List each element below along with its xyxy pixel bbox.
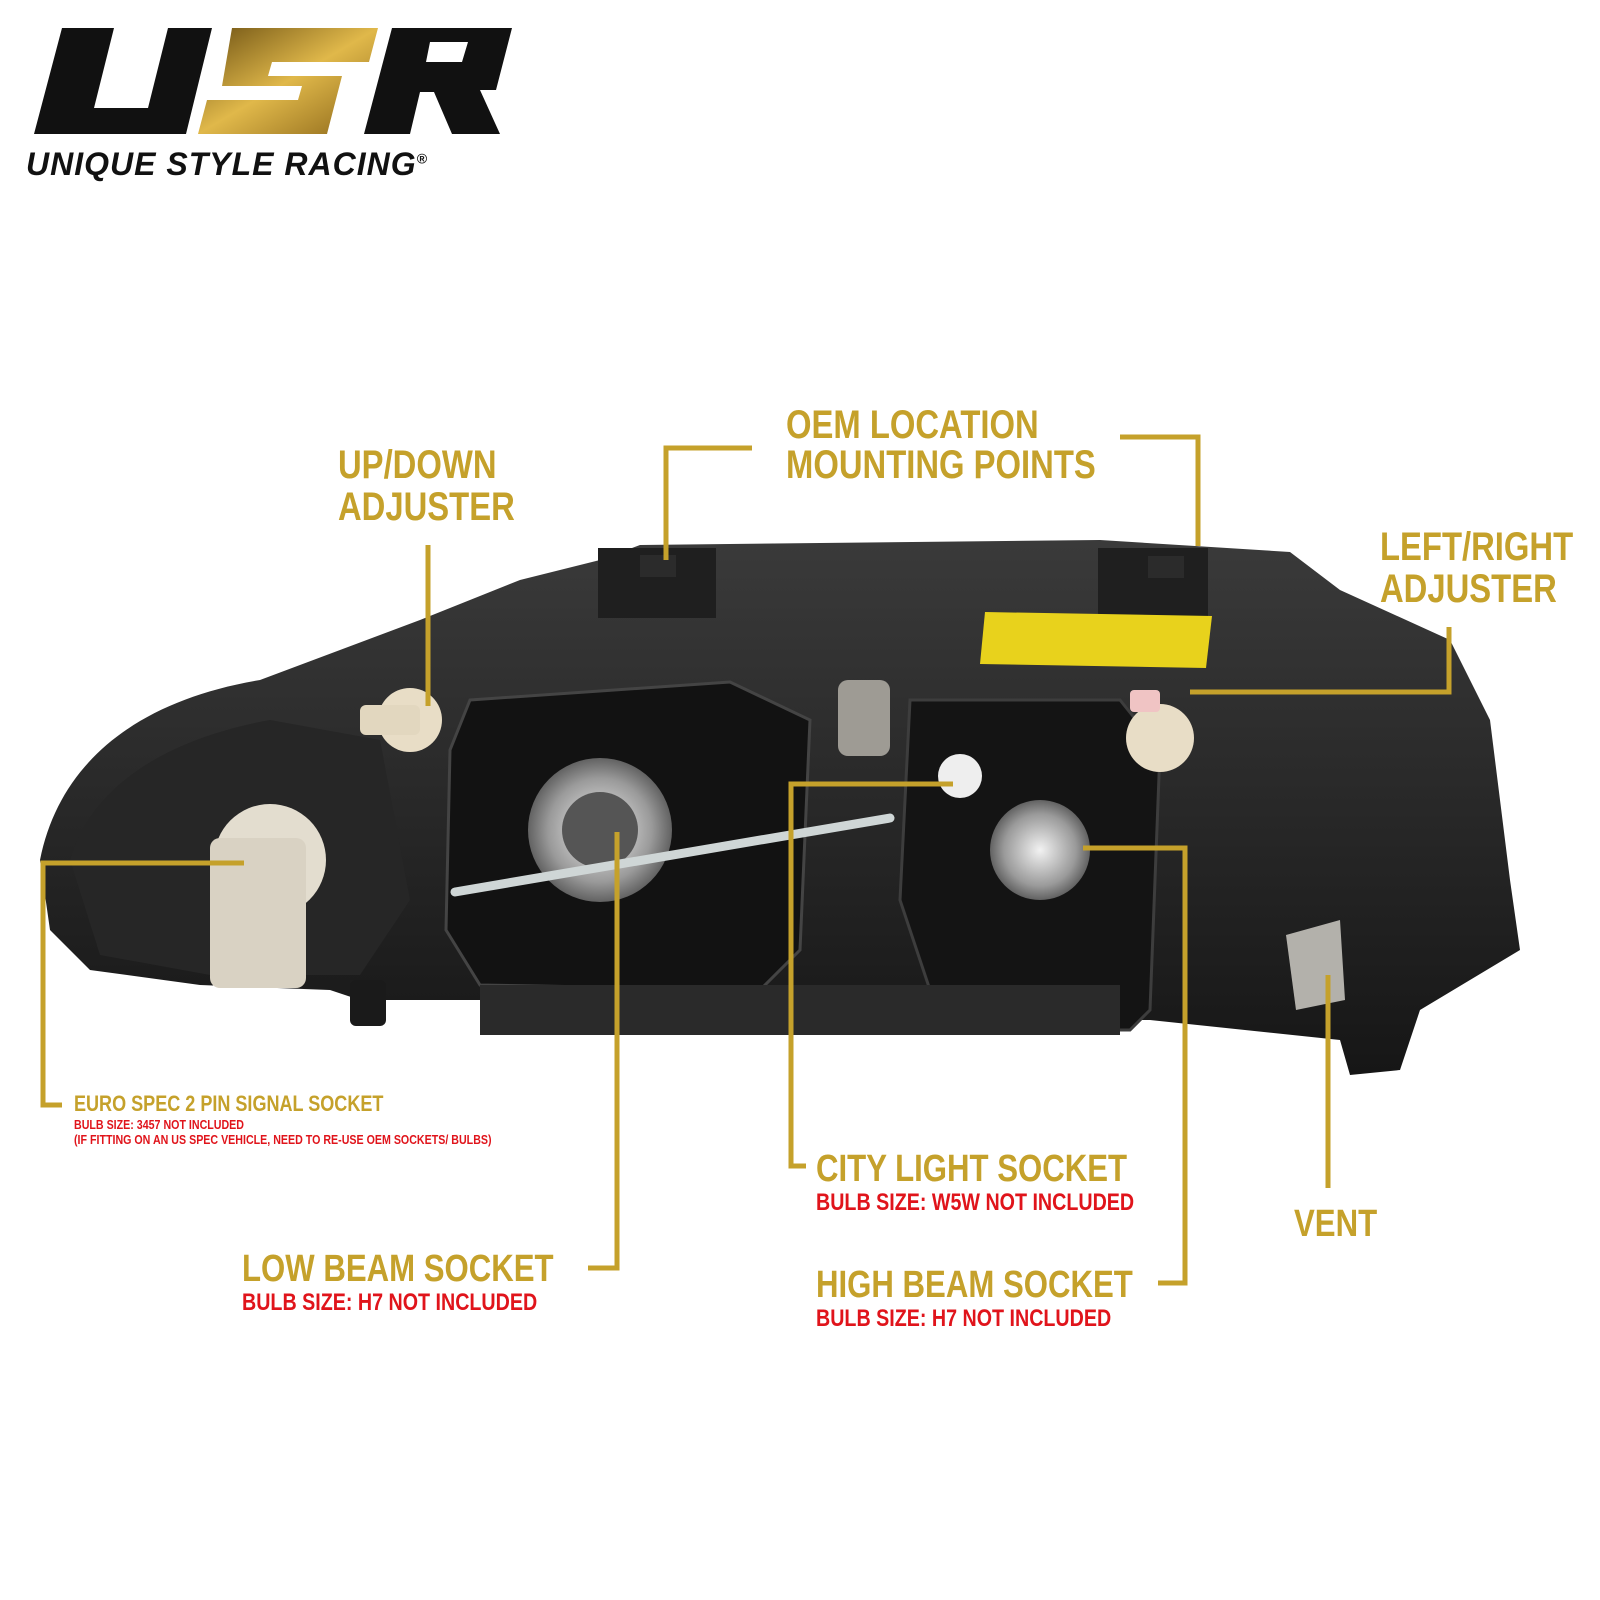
high-beam-bulb-size: BULB SIZE: H7 NOT INCLUDED [816, 1305, 1112, 1332]
city-light-socket-label: CITY LIGHT SOCKET [816, 1148, 1128, 1190]
city-light-bulb-size: BULB SIZE: W5W NOT INCLUDED [816, 1189, 1135, 1216]
vent-label: VENT [1294, 1203, 1378, 1245]
brand-name: UNIQUE STYLE RACING® [26, 146, 428, 182]
low-beam-bulb-size: BULB SIZE: H7 NOT INCLUDED [242, 1289, 538, 1316]
up-down-adjuster-label: UP/DOWN ADJUSTER [338, 443, 515, 529]
signal-socket-note: (IF FITTING ON AN US SPEC VEHICLE, NEED … [74, 1132, 492, 1147]
high-beam-socket-label: HIGH BEAM SOCKET [816, 1264, 1133, 1306]
signal-socket-label: EURO SPEC 2 PIN SIGNAL SOCKET [74, 1091, 384, 1116]
left-right-adjuster-label: LEFT/RIGHT ADJUSTER [1380, 525, 1574, 611]
signal-socket-bulb-size: BULB SIZE: 3457 NOT INCLUDED [74, 1117, 244, 1132]
low-beam-socket-label: LOW BEAM SOCKET [242, 1248, 554, 1290]
oem-mounting-points-label: OEM LOCATION MOUNTING POINTS [786, 403, 1096, 487]
usr-logo [34, 28, 512, 134]
